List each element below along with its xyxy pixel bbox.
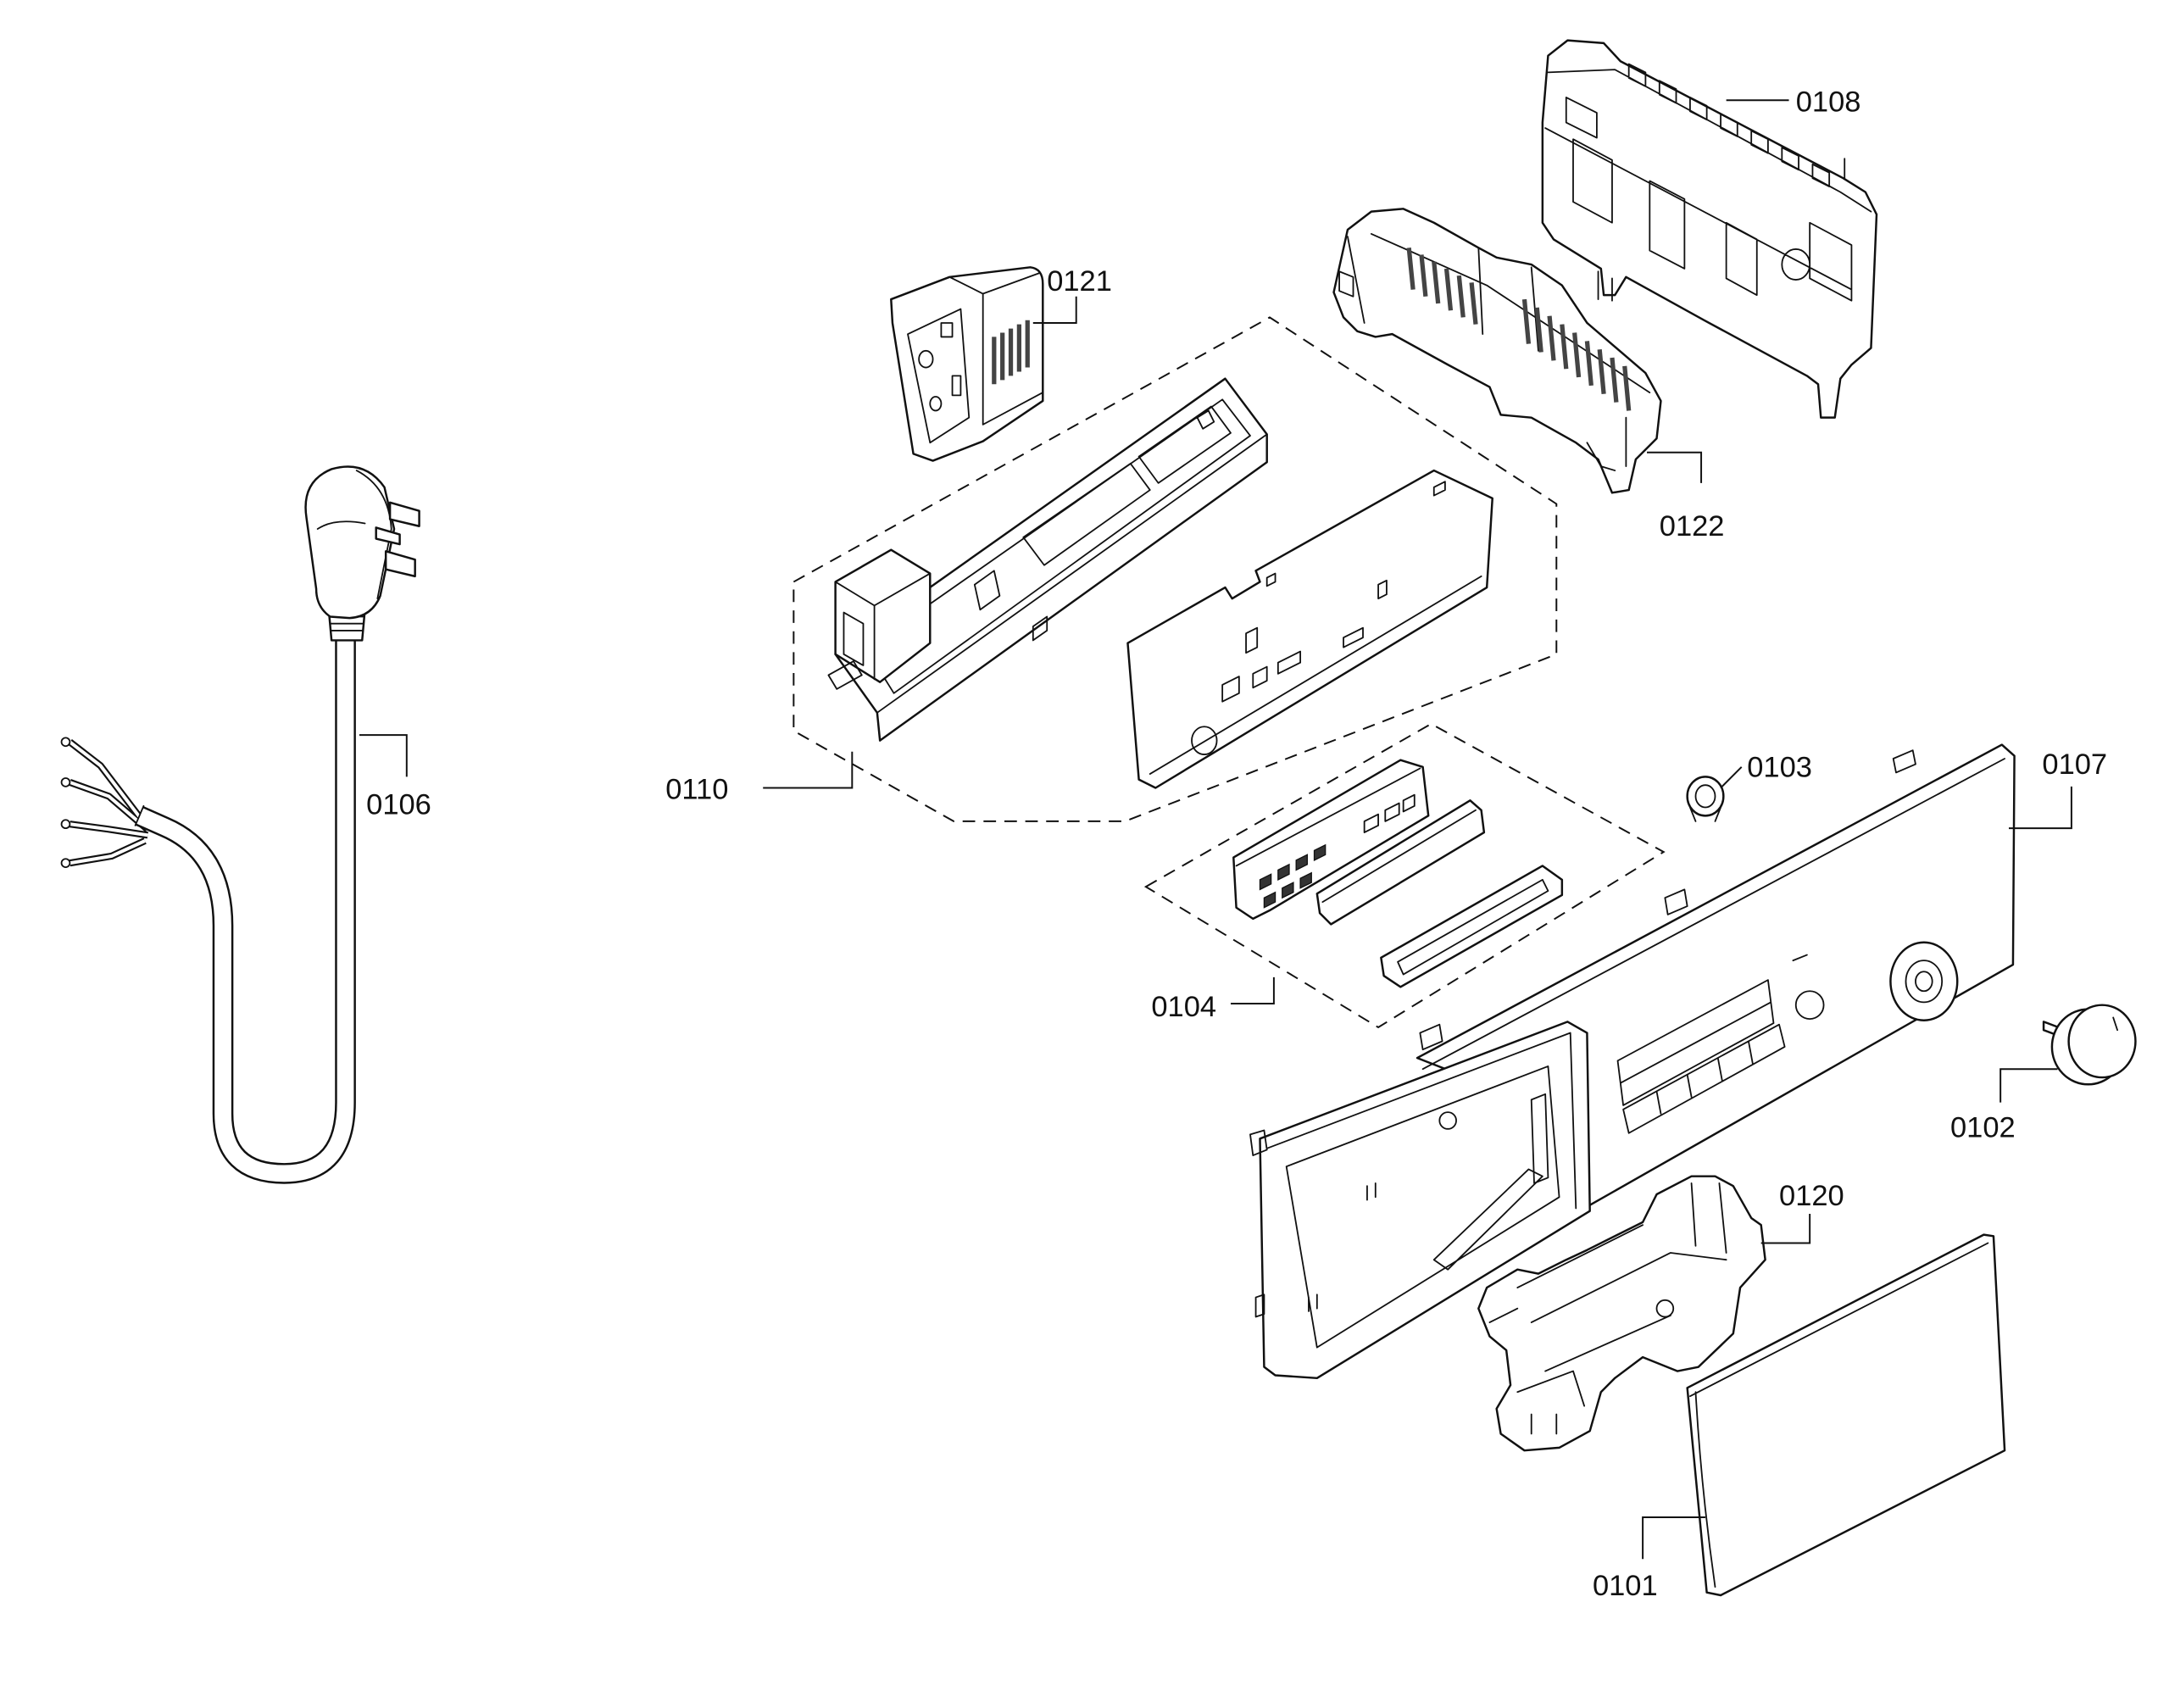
part-0121-group: 0121 [890, 265, 1112, 462]
part-0101-group: 0101 [1593, 1233, 2006, 1602]
callout-0121: 0121 [1047, 265, 1112, 298]
leader-0101 [1642, 1516, 1705, 1560]
fascia-0107-frame-details [1249, 1032, 1577, 1349]
cap-0103-details [1689, 784, 1721, 822]
cord-tube-fill [136, 629, 354, 1182]
housing-0110-end-block-details [827, 572, 932, 690]
bracket-0120-outline [1477, 1175, 1766, 1452]
fascia-0107-knob-ring-inner [1905, 960, 1944, 1004]
leader-0103 [1720, 766, 1743, 789]
display-gasket-0104 [1380, 865, 1564, 988]
pcb-0110-details [1149, 481, 1482, 775]
part-0106-group: 0106 [60, 465, 431, 1184]
leader-0120 [1760, 1214, 1811, 1244]
leader-0106 [359, 734, 408, 777]
bracket-0120-details [1488, 1182, 1727, 1435]
cord-jacket-end [134, 804, 145, 826]
cord-wires-fill [69, 740, 149, 865]
callout-0104: 0104 [1151, 991, 1216, 1023]
assembly-boundary-0104 [1143, 722, 1666, 1029]
plug-prongs [375, 501, 420, 578]
callout-0107: 0107 [2042, 748, 2107, 781]
pcb-0110-board [1126, 469, 1493, 789]
leader-0122 [1647, 451, 1703, 483]
display-gasket-0104-inner [1397, 878, 1549, 976]
fascia-0107-knob-ring-center [1915, 971, 1933, 993]
knob-0102-face [2067, 1004, 2137, 1079]
display-board-0104-components [1259, 843, 1327, 909]
callout-0122: 0122 [1660, 510, 1725, 542]
fascia-0107-panel-details [1419, 749, 2005, 1134]
cover-0101-details [1689, 1242, 1989, 1588]
part-0122-group: 0122 [1332, 208, 1725, 542]
display-lens-0104 [1315, 799, 1486, 926]
cord-tube-outline [135, 629, 356, 1184]
part-0107-group: 0107 [1249, 743, 2107, 1380]
cover-0122-ribs [1406, 248, 1632, 411]
module-0108-details [1544, 63, 1872, 302]
leader-0110 [763, 751, 854, 789]
callout-0120: 0120 [1779, 1180, 1844, 1212]
fascia-0107-knob-ring [1889, 941, 1959, 1021]
callout-0110: 0110 [665, 774, 728, 806]
part-0108-group: 0108 [1541, 39, 1878, 419]
plug-face-lines [316, 470, 392, 600]
cover-0101-outline [1686, 1233, 2006, 1597]
display-board-0104-details [1235, 767, 1421, 867]
assembly-boundary-0110 [793, 316, 1558, 822]
bracket-0121-ribs [992, 320, 1030, 385]
callout-0108: 0108 [1796, 86, 1861, 118]
display-board-0104 [1232, 759, 1430, 921]
fascia-0107-dispenser-frame [1259, 1021, 1591, 1380]
knob-0102-indicator [2112, 1016, 2118, 1032]
cover-0122-outline [1332, 208, 1662, 494]
display-lens-0104-edge [1321, 809, 1477, 904]
leader-0102 [1999, 1068, 2058, 1103]
leader-0121 [1032, 296, 1077, 324]
leader-0104 [1231, 976, 1275, 1005]
housing-0110-tray-details [865, 398, 1268, 714]
callout-0101: 0101 [1593, 1570, 1658, 1602]
callout-0103: 0103 [1747, 751, 1812, 783]
callout-0106: 0106 [366, 789, 431, 821]
callout-0102: 0102 [1950, 1112, 2016, 1144]
part-0103-group: 0103 [1686, 751, 1812, 822]
module-0108-outline [1541, 39, 1878, 419]
leader-0107 [2009, 786, 2072, 830]
part-0102-group: 0102 [1950, 1004, 2137, 1144]
cap-0103-body [1686, 776, 1725, 817]
part-0104-group: 0104 [1143, 722, 1666, 1029]
part-0110-group: 0110 [665, 316, 1558, 822]
bracket-0121-details [907, 271, 1044, 444]
part-0120-group: 0120 [1477, 1175, 1844, 1452]
cord-wire-terminals [60, 737, 71, 868]
plug-body [304, 465, 396, 620]
